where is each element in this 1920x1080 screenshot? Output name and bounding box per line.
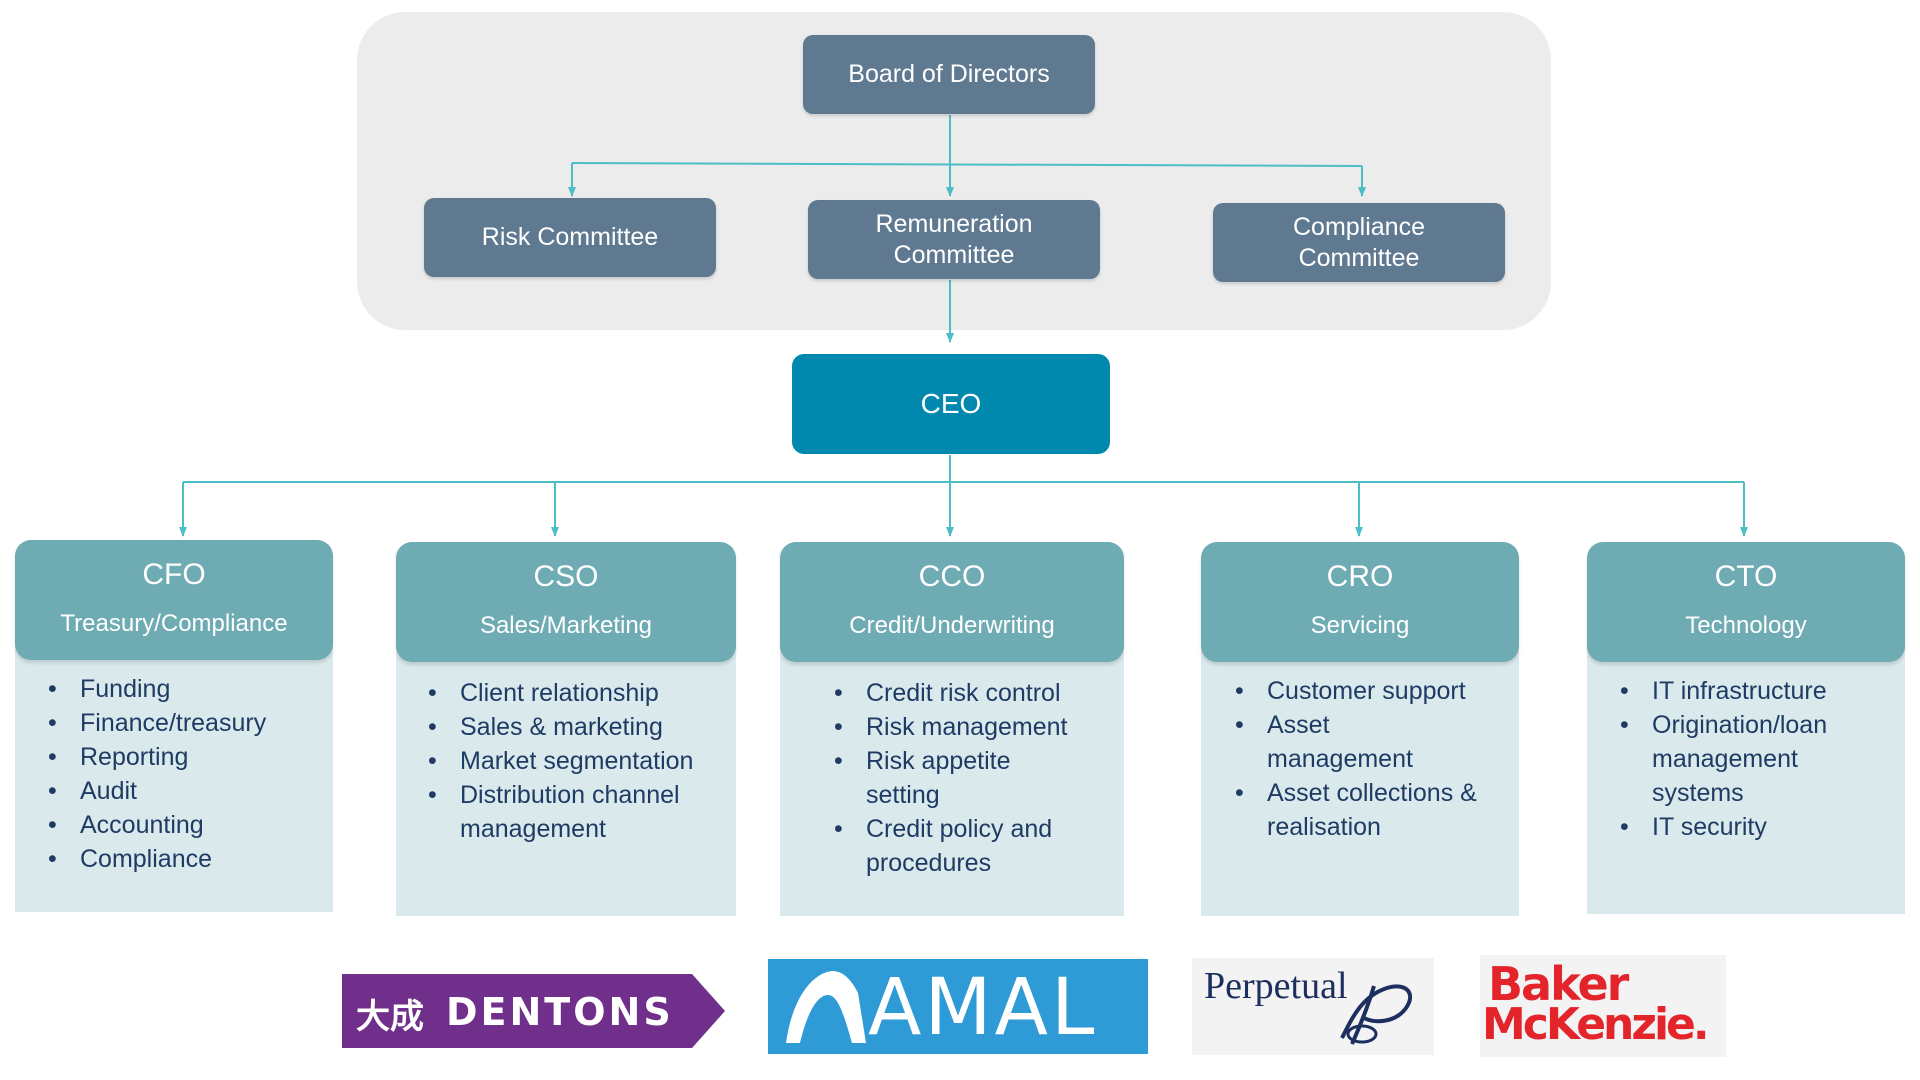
list-item: Finance/treasury: [48, 706, 333, 740]
cto-header: CTO Technology: [1587, 542, 1905, 662]
exec-role: CSO: [533, 560, 599, 593]
list-item: Risk appetite setting: [834, 744, 1036, 812]
cro-card: CRO Servicing Customer support Asset man…: [1201, 542, 1519, 916]
list-item: Audit: [48, 774, 333, 808]
cfo-duties-list: Funding Finance/treasury Reporting Audit…: [15, 672, 333, 876]
risk-committee-label: Risk Committee: [481, 223, 659, 251]
board-label: Board of Directors: [848, 60, 1050, 88]
exec-area: Credit/Underwriting: [849, 612, 1055, 639]
exec-role: CRO: [1326, 560, 1394, 593]
cto-duties-panel: IT infrastructure Origination/loan manag…: [1587, 642, 1905, 914]
list-item: Reporting: [48, 740, 333, 774]
baker-wordmark-line1: Baker: [1488, 957, 1629, 1011]
remuneration-committee-label: Remuneration Committee: [875, 209, 1033, 269]
cso-card: CSO Sales/Marketing Client relationship …: [396, 542, 736, 916]
baker-mckenzie-logo: Baker McKenzie.: [1480, 955, 1726, 1057]
list-item: Asset collections & realisation: [1235, 776, 1497, 844]
list-item: Risk management: [834, 710, 1104, 744]
cco-duties-panel: Credit risk control Risk management Risk…: [780, 642, 1124, 916]
cso-duties-list: Client relationship Sales & marketing Ma…: [396, 676, 736, 846]
ceo-box: CEO: [792, 354, 1110, 454]
ceo-label: CEO: [920, 388, 982, 419]
list-item: Client relationship: [428, 676, 726, 710]
cco-duties-list: Credit risk control Risk management Risk…: [780, 676, 1124, 880]
perpetual-p-icon: [1340, 984, 1413, 1045]
exec-area: Sales/Marketing: [479, 612, 653, 639]
dentons-logo: 大成 DENTONS: [342, 974, 725, 1048]
list-item: Market segmentation: [428, 744, 726, 778]
committee-bus-line: [571, 162, 1363, 167]
cro-duties-panel: Customer support Asset management Asset …: [1201, 642, 1519, 916]
list-item: Distribution channel management: [428, 778, 726, 846]
exec-area: Treasury/Compliance: [60, 610, 288, 637]
dentons-wordmark: DENTONS: [446, 990, 674, 1034]
list-item: Sales & marketing: [428, 710, 726, 744]
cco-header: CCO Credit/Underwriting: [780, 542, 1124, 662]
compliance-committee-label: Compliance Committee: [1292, 212, 1425, 272]
list-item: IT infrastructure: [1620, 674, 1895, 708]
cro-duties-list: Customer support Asset management Asset …: [1201, 674, 1519, 844]
amal-logo: AMAL: [768, 959, 1148, 1054]
perpetual-wordmark: Perpetual: [1204, 965, 1348, 1007]
dentons-logo-shape: [342, 974, 725, 1048]
list-item: Credit policy and procedures: [834, 812, 1076, 880]
list-item: Credit risk control: [834, 676, 1104, 710]
list-item: Accounting: [48, 808, 333, 842]
cto-card: CTO Technology IT infrastructure Origina…: [1587, 542, 1905, 914]
compliance-committee-box: Compliance Committee: [1213, 203, 1505, 282]
list-item: Customer support: [1235, 674, 1509, 708]
list-item: Asset management: [1235, 708, 1427, 776]
list-item: Origination/loan management systems: [1620, 708, 1862, 810]
exec-role: CTO: [1714, 560, 1778, 593]
exec-area: Technology: [1685, 612, 1807, 639]
cfo-card: CFO Treasury/Compliance Funding Finance/…: [15, 540, 333, 912]
dentons-cjk: 大成: [356, 997, 424, 1037]
list-item: IT security: [1620, 810, 1895, 844]
list-item: Compliance: [48, 842, 333, 876]
exec-area: Servicing: [1310, 612, 1410, 639]
exec-role: CCO: [918, 560, 986, 593]
list-item: Funding: [48, 672, 333, 706]
exec-role: CFO: [142, 558, 206, 591]
risk-committee-box: Risk Committee: [424, 198, 716, 277]
amal-mark-icon: [786, 971, 866, 1043]
baker-wordmark-line2: McKenzie.: [1482, 999, 1710, 1050]
cso-duties-panel: Client relationship Sales & marketing Ma…: [396, 642, 736, 916]
board-of-directors-box: Board of Directors: [803, 35, 1095, 114]
cto-duties-list: IT infrastructure Origination/loan manag…: [1587, 674, 1905, 844]
cfo-duties-panel: Funding Finance/treasury Reporting Audit…: [15, 640, 333, 912]
amal-wordmark: AMAL: [868, 963, 1098, 1053]
perpetual-logo: Perpetual: [1192, 958, 1434, 1055]
cco-card: CCO Credit/Underwriting Credit risk cont…: [780, 542, 1124, 916]
remuneration-committee-box: Remuneration Committee: [808, 200, 1100, 279]
cro-header: CRO Servicing: [1201, 542, 1519, 662]
cso-header: CSO Sales/Marketing: [396, 542, 736, 662]
cfo-header: CFO Treasury/Compliance: [15, 540, 333, 660]
